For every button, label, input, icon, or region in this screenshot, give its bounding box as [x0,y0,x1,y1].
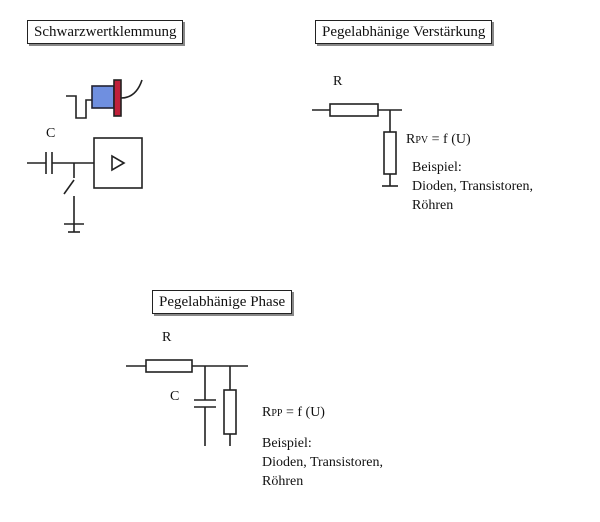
pp-example-label: Beispiel: [262,436,312,451]
clamp-blue-block [91,85,115,109]
clamp-waveform [66,95,92,119]
pp-example-line1: Dioden, Transistoren, [262,455,383,470]
clamp-cap-label: C [46,126,56,141]
pv-formula-sub: PV [415,135,429,146]
pp-formula-sub: PP [271,408,283,419]
pv-example-line1: Dioden, Transistoren, [412,179,533,194]
amplifier-box [93,137,143,189]
clamp-title: Schwarzwertklemmung [27,20,184,44]
pv-example-line2: Röhren [412,198,454,213]
pp-circuit [126,359,248,446]
triangle-play-icon [111,154,126,172]
pv-example-label: Beispiel: [412,160,462,175]
pp-resistor-rpp [223,389,237,435]
pv-formula-r: R [406,132,416,147]
pv-resistor-r [329,103,379,117]
pp-formula-r: R [262,405,272,420]
pv-formula: RPV = f (U) [406,130,471,150]
pv-r-label: R [333,74,343,89]
pp-formula: RPP = f (U) [262,403,325,423]
pv-resistor-rpv [383,131,397,175]
pp-title: Pegelabhänige Phase [152,290,293,314]
clamp-circuit [27,79,143,233]
pp-c-label: C [170,389,180,404]
switch-blade [63,179,75,195]
clamp-red-bar [113,79,122,117]
pp-example-line2: Röhren [262,474,304,489]
clamp-tail [120,79,143,99]
pv-circuit [312,103,402,187]
pv-formula-rest: = f (U) [428,132,471,147]
pp-formula-rest: = f (U) [282,405,325,420]
pv-title: Pegelabhänige Verstärkung [315,20,493,44]
pp-r-label: R [162,330,172,345]
pp-resistor-r [145,359,193,373]
